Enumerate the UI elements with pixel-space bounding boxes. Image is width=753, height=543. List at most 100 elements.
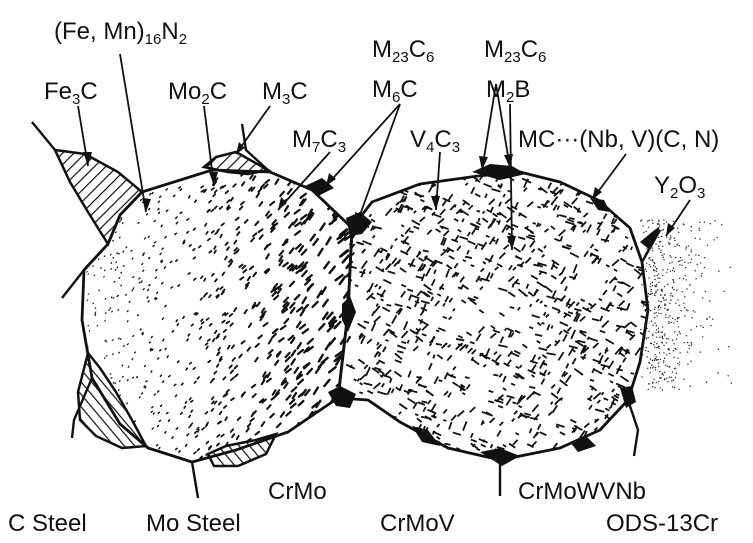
precipitate-mark: [638, 197, 642, 206]
precipitate-mark: [117, 168, 118, 169]
oxide-particle: [673, 289, 674, 290]
precipitate-mark: [471, 440, 477, 442]
oxide-particle: [643, 306, 644, 307]
precipitate-mark: [114, 281, 115, 282]
precipitate-mark: [358, 323, 366, 328]
oxide-particle: [679, 278, 680, 279]
oxide-particle: [704, 257, 705, 258]
oxide-particle: [656, 356, 657, 357]
oxide-particle: [645, 347, 646, 348]
precipitate-mark: [408, 371, 411, 378]
precipitate-mark: [438, 454, 442, 458]
precipitate-mark: [119, 278, 120, 279]
precipitate-mark: [237, 249, 239, 252]
precipitate-mark: [563, 334, 567, 341]
precipitate-mark: [494, 352, 497, 355]
precipitate-mark: [512, 284, 513, 287]
precipitate-mark: [112, 340, 113, 341]
precipitate-mark: [353, 168, 360, 174]
oxide-particle: [654, 270, 655, 271]
precipitate-mark: [482, 422, 485, 423]
precipitate-mark: [430, 343, 432, 346]
oxide-particle: [705, 291, 706, 292]
precipitate-mark: [500, 337, 503, 343]
precipitate-mark: [159, 212, 160, 213]
oxide-particle: [710, 223, 711, 224]
label-crmo: CrMo: [268, 480, 327, 504]
precipitate-mark: [159, 420, 160, 421]
precipitate-mark: [83, 339, 84, 340]
precipitate-mark: [542, 255, 545, 258]
precipitate-mark: [154, 166, 155, 167]
oxide-particle: [658, 307, 659, 308]
oxide-particle: [673, 267, 674, 268]
precipitate-mark: [128, 366, 129, 367]
precipitate-mark: [620, 376, 628, 381]
oxide-particle: [712, 318, 713, 319]
oxide-particle: [695, 254, 696, 255]
precipitate-mark: [333, 445, 337, 452]
oxide-particle: [652, 282, 653, 283]
precipitate-mark: [454, 263, 457, 268]
precipitate-mark: [576, 302, 579, 305]
precipitate-mark: [423, 250, 429, 251]
precipitate-mark: [471, 187, 474, 194]
oxide-particle: [661, 255, 662, 256]
precipitate-mark: [470, 342, 474, 344]
precipitate-mark: [174, 384, 176, 385]
precipitate-mark: [121, 218, 122, 219]
label-mo-steel: Mo Steel: [146, 512, 241, 536]
oxide-particle: [678, 232, 679, 233]
precipitate-mark: [572, 358, 576, 364]
precipitate-mark: [605, 358, 609, 362]
oxide-particle: [652, 247, 653, 248]
precipitate-mark: [344, 420, 350, 427]
precipitate-mark: [208, 361, 210, 363]
precipitate-mark: [313, 302, 318, 307]
precipitate-mark: [404, 196, 406, 201]
precipitate-mark: [292, 351, 295, 356]
precipitate-mark: [431, 297, 433, 301]
precipitate-mark: [631, 247, 632, 250]
precipitate-mark: [126, 165, 127, 166]
precipitate-mark: [408, 398, 416, 403]
precipitate-mark: [163, 339, 164, 340]
oxide-particle: [650, 266, 651, 267]
oxide-particle: [652, 324, 653, 325]
oxide-particle: [657, 359, 658, 360]
precipitate-mark: [559, 273, 561, 276]
precipitate-mark: [520, 365, 522, 368]
oxide-particle: [663, 253, 664, 254]
precipitate-mark: [95, 314, 96, 315]
precipitate-mark: [471, 433, 473, 437]
precipitate-mark: [649, 441, 652, 443]
precipitate-mark: [398, 436, 404, 437]
oxide-particle: [660, 250, 661, 251]
precipitate-mark: [347, 184, 354, 190]
oxide-particle: [661, 236, 662, 237]
precipitate-mark: [223, 377, 225, 379]
precipitate-mark: [395, 360, 402, 363]
precipitate-mark: [231, 370, 233, 373]
precipitate-mark: [448, 461, 451, 463]
oxide-particle: [647, 221, 648, 222]
precipitate-mark: [650, 393, 654, 401]
precipitate-mark: [424, 450, 431, 456]
oxide-particle: [671, 293, 672, 294]
oxide-particle: [695, 238, 696, 239]
precipitate-mark: [374, 383, 381, 389]
precipitate-mark: [135, 421, 136, 422]
precipitate-mark: [268, 214, 272, 217]
oxide-particle: [656, 285, 657, 286]
precipitate-mark: [185, 402, 186, 404]
precipitate-mark: [532, 355, 535, 362]
precipitate-mark: [176, 320, 177, 322]
precipitate-mark: [612, 389, 615, 392]
precipitate-mark: [239, 355, 241, 358]
precipitate-mark: [538, 248, 543, 252]
precipitate-mark: [449, 194, 453, 200]
oxide-particle: [679, 364, 680, 365]
precipitate-mark: [551, 385, 555, 389]
precipitate-mark: [170, 261, 171, 262]
precipitate-mark: [483, 365, 486, 367]
